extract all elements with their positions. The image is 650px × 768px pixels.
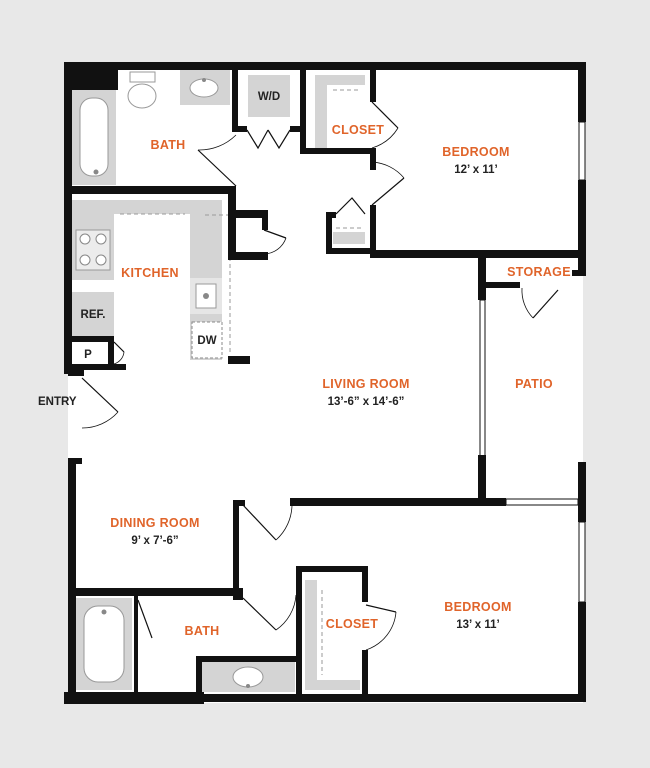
stove bbox=[75, 229, 111, 271]
door-storage bbox=[532, 289, 559, 319]
room-labels: BATH CLOSET BEDROOM 12’ x 11’ KITCHEN ST… bbox=[110, 123, 571, 638]
washer-dryer-label: W/D bbox=[258, 91, 280, 103]
floor-area bbox=[68, 65, 583, 703]
walls bbox=[64, 62, 586, 704]
washer-dryer: W/D bbox=[248, 75, 290, 117]
refrigerator: REF. bbox=[72, 292, 114, 336]
door-entry bbox=[81, 377, 119, 413]
room-dims-dining-room: 9’ x 7’-6” bbox=[131, 535, 178, 547]
door-pantry bbox=[113, 341, 125, 353]
refrigerator-label: REF. bbox=[81, 309, 106, 321]
room-label-bath-bottom: BATH bbox=[185, 624, 220, 638]
door-bedroom-top bbox=[371, 177, 405, 206]
door-coat-closet bbox=[263, 229, 287, 239]
room-dims-bedroom-bottom: 13’ x 11’ bbox=[456, 619, 500, 631]
room-label-dining-room: DINING ROOM bbox=[110, 516, 199, 530]
door-closet-bottom bbox=[365, 604, 397, 613]
room-label-patio: PATIO bbox=[515, 377, 553, 391]
bath-top-fixtures bbox=[72, 70, 230, 185]
dishwasher-label: DW bbox=[197, 335, 216, 347]
shower-door bbox=[137, 599, 153, 639]
door-washer-dryer bbox=[246, 129, 269, 150]
entry-label: ENTRY bbox=[38, 396, 77, 408]
door-closet-top bbox=[371, 101, 399, 129]
pantry-label: P bbox=[84, 349, 92, 361]
kitchen-counters: REF. DW P bbox=[72, 200, 231, 361]
door-bath-bottom bbox=[242, 597, 277, 631]
door-bath-top bbox=[197, 149, 237, 187]
room-dims-bedroom-top: 12’ x 11’ bbox=[454, 164, 498, 176]
room-label-bedroom-bottom: BEDROOM bbox=[444, 600, 511, 614]
room-label-closet-top: CLOSET bbox=[332, 123, 385, 137]
pantry: P bbox=[84, 349, 92, 361]
closet-bottom-shelf bbox=[305, 580, 360, 690]
toilet-top bbox=[127, 83, 157, 109]
room-label-living-room: LIVING ROOM bbox=[322, 377, 409, 391]
dishwasher: DW bbox=[191, 321, 223, 359]
doors bbox=[81, 101, 559, 651]
room-label-closet-bottom: CLOSET bbox=[326, 617, 379, 631]
bath-bottom-fixtures bbox=[76, 598, 295, 692]
room-label-bath-top: BATH bbox=[151, 138, 186, 152]
closet-top-shelf bbox=[315, 75, 365, 244]
room-label-bedroom-top: BEDROOM bbox=[442, 145, 509, 159]
door-bedroom-bottom bbox=[242, 504, 277, 541]
room-dims-living-room: 13’-6” x 14’-6” bbox=[328, 396, 405, 408]
room-label-kitchen: KITCHEN bbox=[121, 266, 179, 280]
door-hall-closet bbox=[335, 197, 366, 215]
room-label-storage: STORAGE bbox=[507, 265, 571, 279]
